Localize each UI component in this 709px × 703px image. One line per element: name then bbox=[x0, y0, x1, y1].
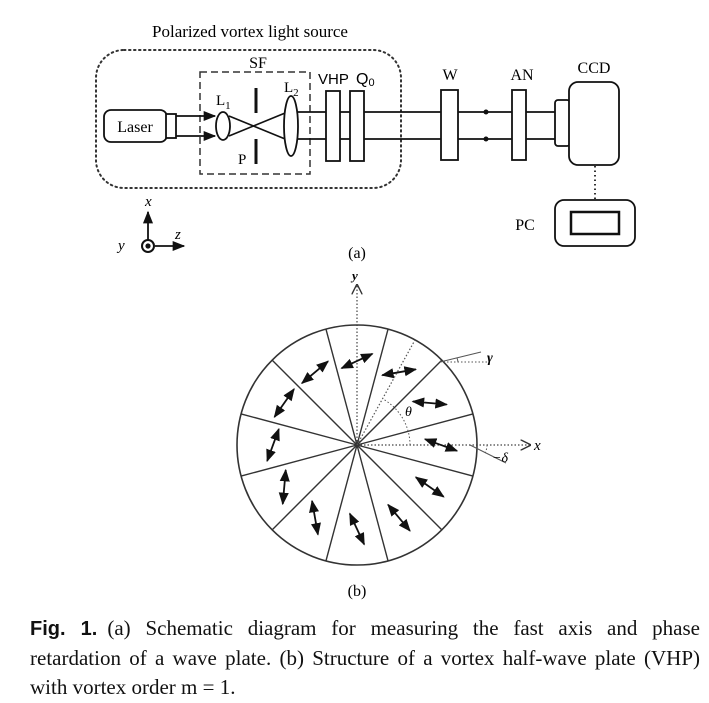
pc: PC bbox=[515, 199, 636, 247]
vhp-y-label: y bbox=[350, 268, 358, 283]
triad-x-label: x bbox=[144, 194, 152, 210]
vhp-sector-boundary bbox=[325, 444, 358, 562]
vhp-sector-boundary bbox=[356, 413, 474, 446]
fast-axis-double-arrow bbox=[414, 476, 445, 498]
pinhole-label: P bbox=[238, 152, 246, 168]
vhp-sector-boundary bbox=[356, 444, 443, 531]
vhp-sector-boundary bbox=[356, 444, 474, 477]
beam-converge-1 bbox=[228, 115, 291, 142]
ccd-label: CCD bbox=[578, 60, 611, 77]
lens-l2 bbox=[283, 95, 299, 157]
lens-l2-label: L2 bbox=[284, 80, 299, 99]
fast-axis-double-arrow bbox=[423, 438, 459, 452]
wave-plate-under-test bbox=[440, 89, 459, 161]
fast-axis-double-arrow bbox=[301, 360, 329, 384]
fast-axis-double-arrow bbox=[309, 499, 321, 536]
vhp-sector-boundary bbox=[356, 359, 443, 446]
laser: Laser bbox=[103, 109, 177, 143]
triad-z-label: z bbox=[174, 227, 181, 243]
panel-b: y x θ γ −δ (b) bbox=[236, 268, 541, 600]
vhp-sector-boundary bbox=[356, 328, 389, 446]
panel-a-sublabel: (a) bbox=[348, 245, 366, 262]
theta-arc bbox=[382, 398, 411, 446]
lens-l1-label: L1 bbox=[216, 93, 231, 112]
vhp-plate-outline bbox=[236, 324, 478, 566]
panel-b-sublabel: (b) bbox=[348, 583, 367, 600]
laser-label: Laser bbox=[117, 119, 153, 136]
vhp-sector-boundary bbox=[356, 444, 389, 562]
analyzer bbox=[511, 89, 527, 161]
vhp-sector-boundary bbox=[240, 413, 358, 446]
vhp-fast-axis-arrows bbox=[266, 353, 459, 546]
gamma-label: γ bbox=[487, 351, 493, 366]
vhp-sector-boundary bbox=[325, 328, 358, 446]
analyzer-label: AN bbox=[510, 67, 534, 84]
delta-tilt-line bbox=[469, 444, 507, 464]
vhp-sector-boundary bbox=[271, 444, 358, 531]
vhp-sector-boundary bbox=[271, 359, 358, 446]
fast-axis-double-arrow bbox=[266, 427, 280, 463]
figure-caption-label: Fig. 1. bbox=[30, 618, 98, 640]
delta-arc bbox=[484, 444, 488, 454]
quarter-wave-plate-q0 bbox=[349, 90, 365, 162]
gamma-tilt-line bbox=[439, 351, 482, 363]
fast-axis-double-arrow bbox=[349, 512, 365, 546]
theta-label: θ bbox=[405, 405, 412, 420]
beam-lower-dot bbox=[483, 136, 489, 142]
fast-axis-double-arrow bbox=[273, 388, 295, 418]
theta-reference-line bbox=[356, 339, 416, 446]
ccd-camera: CCD bbox=[554, 60, 620, 166]
coordinate-axes-triad: x z y bbox=[116, 194, 186, 254]
laser-aperture bbox=[165, 113, 177, 139]
fast-axis-double-arrow bbox=[381, 366, 417, 379]
ccd-body bbox=[568, 81, 620, 166]
delta-label: −δ bbox=[492, 451, 508, 466]
vhp-sector-lines bbox=[240, 328, 474, 562]
q0-label: Q0 bbox=[356, 71, 375, 89]
fast-axis-double-arrow bbox=[387, 503, 411, 532]
vhp-label: VHP bbox=[318, 71, 349, 88]
vortex-half-wave-plate bbox=[325, 90, 341, 162]
fast-axis-double-arrow bbox=[278, 468, 290, 506]
figure-caption: Fig. 1.(a) Schematic diagram for measuri… bbox=[30, 614, 700, 702]
triad-y-label: y bbox=[116, 238, 125, 254]
fast-axis-double-arrow bbox=[411, 397, 448, 409]
spatial-filter-dashed-box bbox=[199, 71, 311, 175]
wave-plate-label: W bbox=[442, 67, 458, 84]
light-source-dotted-box bbox=[95, 49, 402, 189]
pc-label: PC bbox=[515, 217, 535, 234]
triad-y-dot bbox=[145, 243, 151, 249]
panel-a: Polarized vortex light source SF Laser L… bbox=[95, 22, 636, 262]
vhp-sector-boundary bbox=[240, 444, 358, 477]
pc-screen bbox=[569, 210, 621, 236]
vhp-x-label: x bbox=[533, 438, 541, 454]
ccd-lens bbox=[554, 99, 571, 147]
lens-l1 bbox=[215, 111, 231, 141]
figure-canvas: Polarized vortex light source SF Laser L… bbox=[95, 22, 636, 600]
beam-converge-2 bbox=[228, 110, 291, 137]
spatial-filter-label: SF bbox=[249, 55, 267, 72]
fast-axis-double-arrow bbox=[340, 353, 374, 369]
beam-upper-dot bbox=[483, 109, 489, 115]
light-source-group-label: Polarized vortex light source bbox=[152, 22, 348, 41]
gamma-arc bbox=[456, 357, 459, 363]
figure-caption-text: (a) Schematic diagram for measuring the … bbox=[30, 616, 700, 699]
